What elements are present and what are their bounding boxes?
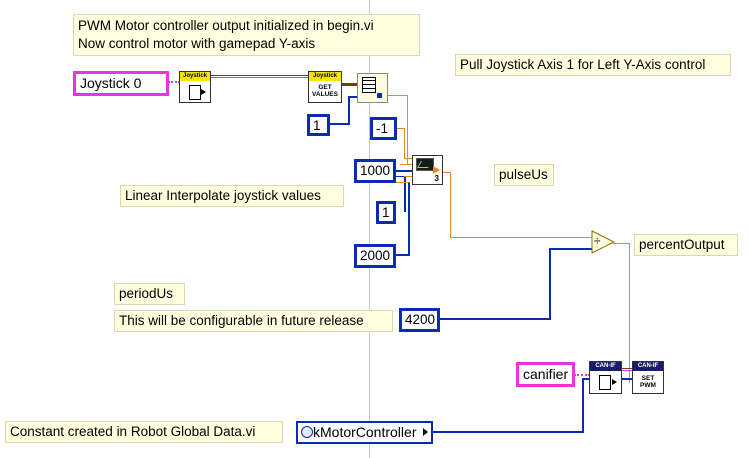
joystick-control[interactable]: Joystick 0: [73, 71, 169, 96]
interpolate-node[interactable]: 3: [412, 155, 443, 185]
constant-created-note[interactable]: Constant created in Robot Global Data.vi: [5, 421, 283, 443]
pulse-us-label[interactable]: pulseUs: [494, 164, 554, 186]
refnum-file-icon: [189, 85, 201, 100]
interpolate-graph-icon: [416, 158, 434, 171]
thousand-constant[interactable]: 1000: [354, 159, 396, 183]
period-us-wire[interactable]: [440, 248, 551, 320]
axis-index-wire-top[interactable]: [348, 96, 358, 98]
motor-controller-icon: [301, 426, 313, 438]
header-note-line2: Now control motor with gamepad Y-axis: [78, 36, 316, 51]
joystick-refnum-node[interactable]: Joystick: [179, 71, 211, 103]
two-thousand-wire[interactable]: [396, 182, 410, 256]
axis-index-wire[interactable]: [330, 96, 350, 125]
canif-file-icon: [599, 375, 611, 390]
period-us-label[interactable]: periodUs: [114, 283, 185, 305]
percent-output-wire[interactable]: [613, 243, 630, 383]
header-note[interactable]: PWM Motor controller output initialized …: [73, 14, 420, 56]
motor-controller-wire[interactable]: [432, 378, 584, 433]
canifier-control[interactable]: canifier: [516, 362, 575, 387]
motor-controller-ring[interactable]: kMotorController: [296, 421, 433, 444]
neg-one-wire[interactable]: [397, 128, 405, 158]
get-values-node[interactable]: Joystick GET VALUES: [308, 71, 342, 103]
percent-output-label[interactable]: percentOutput: [634, 234, 738, 256]
pulse-us-wire-2[interactable]: [450, 237, 592, 238]
array-grid-icon: [362, 77, 376, 93]
get-values-body: GET VALUES: [312, 84, 338, 98]
neg-one-wire-in[interactable]: [404, 158, 414, 159]
joystick-refnum-wire[interactable]: [211, 75, 308, 78]
canif-refnum-wire[interactable]: [622, 368, 632, 371]
one-constant[interactable]: 1: [376, 201, 396, 224]
joystick-class-wire[interactable]: [168, 81, 180, 83]
one-wire-top[interactable]: [404, 176, 414, 177]
refnum-arrow-icon: [201, 89, 206, 95]
joystick-refnum-header: Joystick: [180, 72, 210, 81]
get-values-header: Joystick: [309, 72, 341, 81]
interpolate-terminal: 3: [434, 174, 439, 183]
configurable-note[interactable]: This will be configurable in future rele…: [114, 310, 393, 332]
axis-index-constant[interactable]: 1: [307, 114, 330, 136]
canif-refnum-header: CAN-IF: [590, 362, 621, 371]
axis-value-wire-in[interactable]: [400, 164, 414, 165]
pulse-us-wire[interactable]: [442, 172, 451, 238]
axis-value-wire[interactable]: [387, 95, 408, 165]
set-pwm-header: CAN-IF: [633, 362, 663, 371]
divide-triangle-icon: [591, 230, 616, 254]
interpolate-arrow-icon: [433, 166, 440, 174]
one-wire[interactable]: [396, 176, 406, 212]
divide-symbol: ÷: [594, 234, 601, 248]
header-note-line1: PWM Motor controller output initialized …: [78, 18, 374, 33]
thousand-wire[interactable]: [396, 170, 414, 172]
index-terminal-icon: [377, 93, 382, 98]
forty-two-hundred-constant[interactable]: 4200: [399, 308, 440, 332]
pull-axis-note[interactable]: Pull Joystick Axis 1 for Left Y-Axis con…: [455, 54, 731, 76]
index-array-node[interactable]: [357, 73, 388, 103]
set-pwm-node[interactable]: CAN-IF SET PWM: [632, 361, 664, 394]
two-thousand-constant[interactable]: 2000: [354, 244, 396, 268]
linear-interp-note[interactable]: Linear Interpolate joystick values: [120, 185, 344, 207]
neg-one-constant[interactable]: -1: [370, 117, 397, 140]
ring-arrow-icon: [423, 428, 428, 436]
canif-refnum-node[interactable]: CAN-IF: [589, 361, 622, 394]
divide-node[interactable]: ÷: [591, 230, 616, 254]
values-cluster-wire[interactable]: [341, 83, 357, 86]
canifier-class-wire[interactable]: [574, 374, 590, 376]
period-us-wire-top[interactable]: [549, 248, 594, 250]
separator-line: [369, 0, 370, 458]
motor-controller-label: kMotorController: [313, 424, 417, 440]
canif-arrow-icon: [612, 379, 617, 385]
set-pwm-body: SET PWM: [640, 375, 656, 389]
